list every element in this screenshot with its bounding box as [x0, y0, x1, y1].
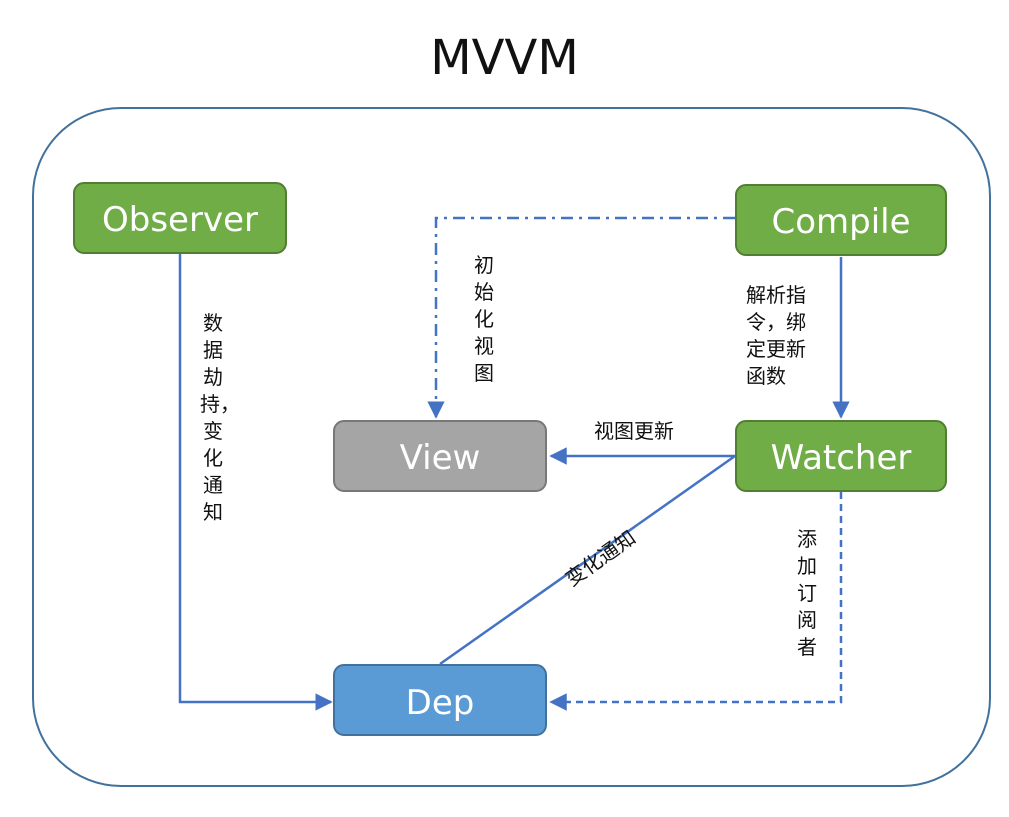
node-watcher: Watcher [735, 420, 947, 492]
edge-observer-to-dep [178, 254, 333, 711]
label-compile-to-watcher-line-1: 解析指 [746, 283, 806, 307]
node-dep: Dep [333, 664, 547, 736]
label-watcher-to-view: 视图更新 [594, 419, 674, 443]
edge-compile-to-view [427, 216, 735, 419]
node-view: View [333, 420, 547, 492]
edge-dep-to-watcher [439, 454, 736, 666]
node-view-label: View [400, 438, 481, 478]
node-observer: Observer [73, 182, 287, 254]
label-compile-to-watcher: 解析指 令，绑 定更新 函数 [746, 282, 806, 390]
node-compile: Compile [735, 184, 947, 256]
label-compile-to-watcher-line-3: 定更新 [746, 337, 806, 361]
node-watcher-label: Watcher [771, 438, 912, 478]
node-observer-label: Observer [102, 200, 258, 240]
mvvm-frame [32, 107, 991, 787]
node-compile-label: Compile [771, 202, 910, 242]
label-compile-to-watcher-line-4: 函数 [746, 364, 786, 388]
label-compile-to-view: 初始化视图 [474, 253, 494, 385]
label-compile-to-watcher-line-2: 令，绑 [746, 310, 806, 334]
node-dep-label: Dep [406, 683, 475, 723]
edge-watcher-to-dep [549, 492, 843, 711]
label-watcher-to-dep: 添加订阅者 [797, 527, 817, 659]
diagram-title: MVVM [430, 30, 579, 86]
label-observer-to-dep: 数据劫持，变化通知 [200, 311, 240, 524]
